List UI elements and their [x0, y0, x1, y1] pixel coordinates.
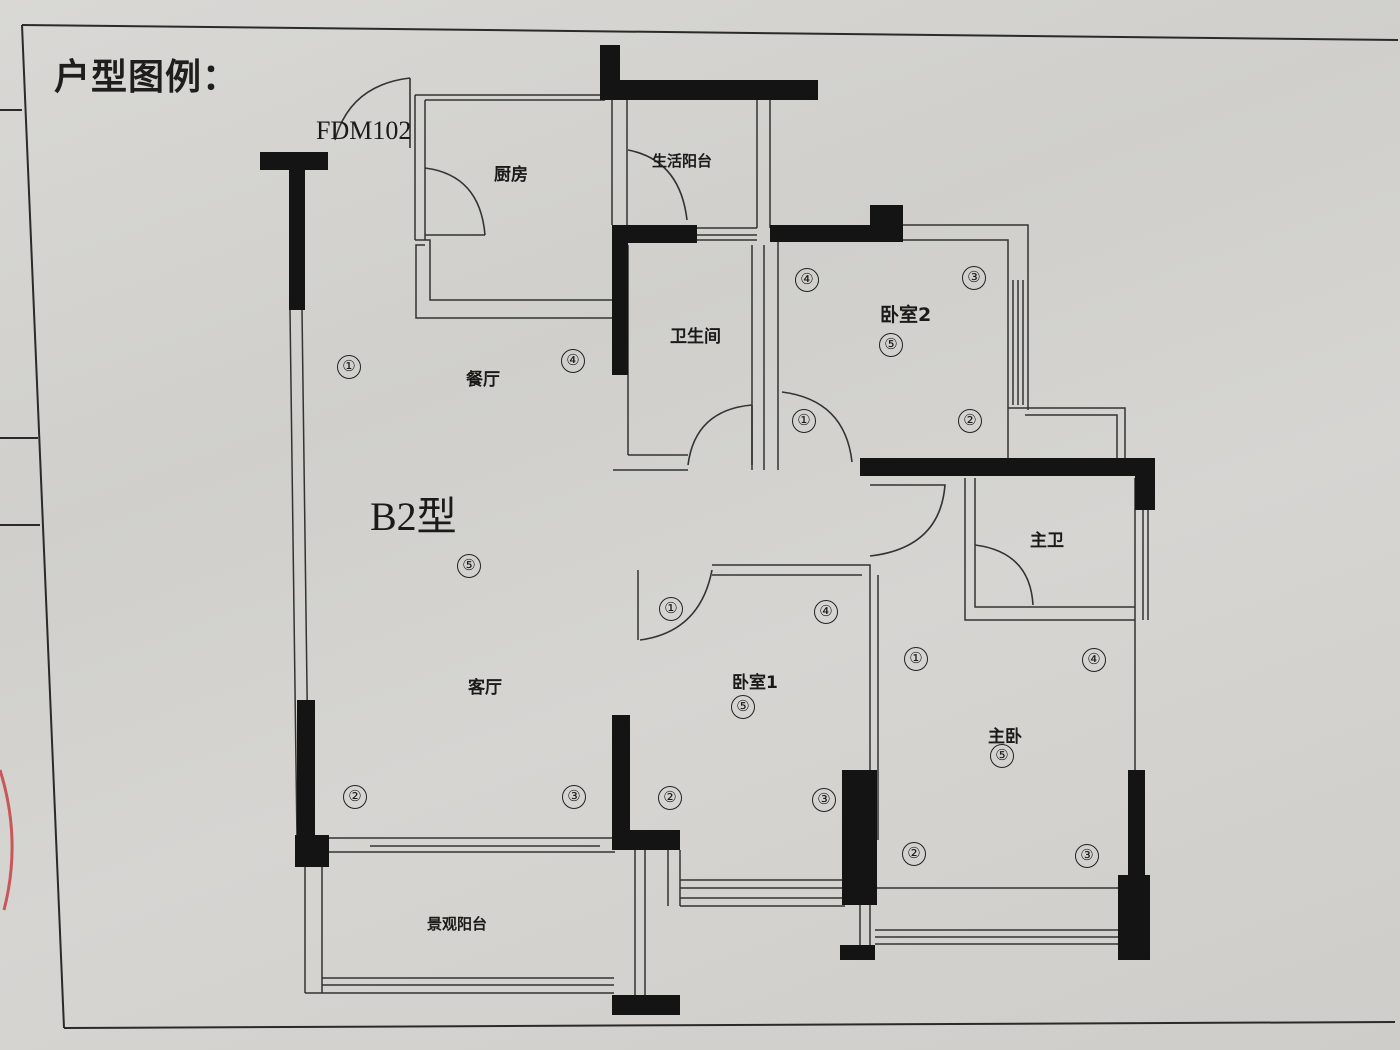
marker-living-5: ⑤: [457, 554, 481, 578]
marker-master-5: ⑤: [990, 744, 1014, 768]
marker-bedroom2-5: ⑤: [879, 333, 903, 357]
marker-bedroom1-5: ⑤: [731, 695, 755, 719]
room-label-bathroom: 卫生间: [670, 327, 721, 347]
legend-title: 户型图例：: [54, 57, 240, 98]
marker-bedroom2-1: ①: [792, 409, 816, 433]
thin-walls: [289, 94, 1149, 998]
marker-master-2: ②: [902, 842, 926, 866]
marker-bedroom1-2: ②: [658, 786, 682, 810]
marker-living-2: ②: [343, 785, 367, 809]
stamp-arc: [0, 769, 14, 911]
marker-master-4: ④: [1082, 648, 1106, 672]
marker-master-1: ①: [904, 647, 928, 671]
marker-bedroom2-4: ④: [795, 268, 819, 292]
door-swings: [334, 77, 1034, 641]
unit-type-label: B2型: [370, 494, 457, 539]
sheet-border: [0, 24, 1399, 1029]
room-label-bedroom2: 卧室2: [880, 304, 932, 326]
marker-bedroom2-2: ②: [958, 409, 982, 433]
room-label-master-bedroom: 主卧: [988, 727, 1022, 747]
room-label-dining: 餐厅: [466, 370, 500, 390]
room-label-kitchen: 厨房: [494, 165, 528, 185]
marker-master-3: ③: [1075, 844, 1099, 868]
room-label-master-bath: 主卫: [1030, 531, 1064, 551]
marker-bedroom2-3: ③: [962, 266, 986, 290]
marker-dining-1: ①: [337, 355, 361, 379]
marker-living-3: ③: [562, 785, 586, 809]
room-label-living: 客厅: [468, 678, 502, 698]
marker-bedroom1-4: ④: [814, 600, 838, 624]
room-label-view-balcony: 景观阳台: [427, 915, 488, 933]
door-code-label: FDM102: [316, 116, 412, 145]
structural-walls: [260, 45, 1155, 1015]
marker-bedroom1-1: ①: [659, 597, 683, 621]
room-label-utility-balcony: 生活阳台: [652, 152, 713, 170]
marker-bedroom1-3: ③: [812, 788, 836, 812]
room-label-bedroom1: 卧室1: [732, 673, 778, 693]
marker-dining-4: ④: [561, 349, 585, 373]
